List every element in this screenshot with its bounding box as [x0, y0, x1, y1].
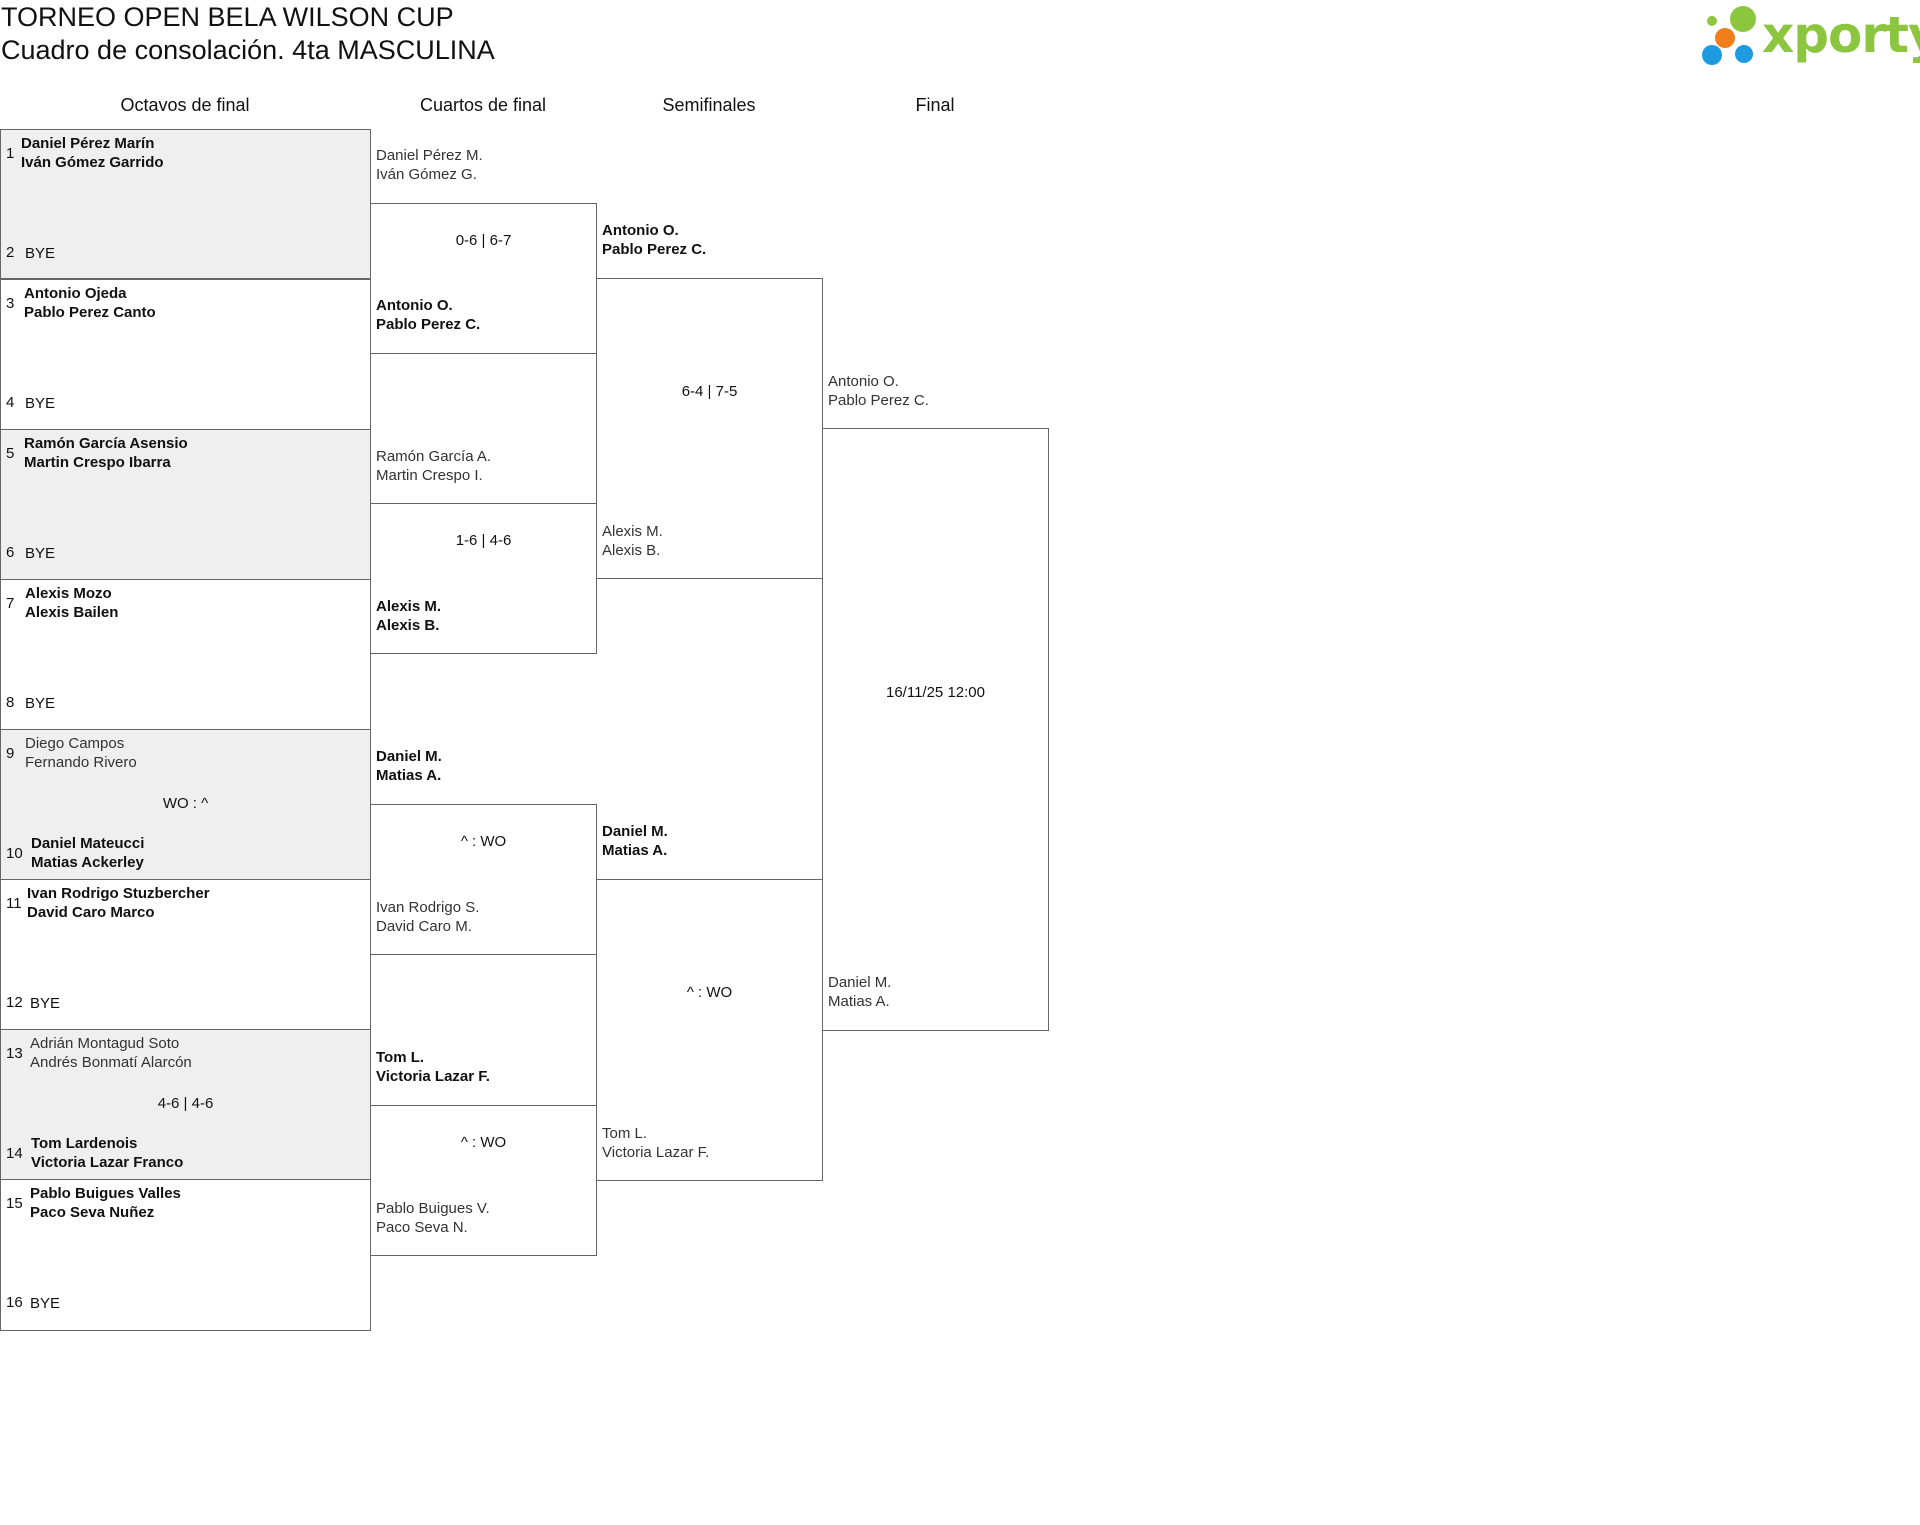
tournament-title: TORNEO OPEN BELA WILSON CUP: [1, 2, 454, 32]
player-name: Alexis B.: [376, 617, 440, 634]
player-name: Antonio Ojeda: [24, 285, 127, 302]
player-name: BYE: [25, 395, 56, 412]
player-name: Alexis Mozo: [25, 585, 112, 602]
player-name: Daniel Pérez Marín: [21, 135, 155, 152]
match-score: 6-4 | 7-5: [681, 383, 738, 400]
player-name: Matias A.: [602, 842, 668, 859]
player-name: Fernando Rivero: [25, 754, 137, 771]
player-name: David Caro M.: [376, 918, 472, 935]
xporty-logo-text: xporty: [1762, 6, 1920, 64]
player-name: BYE: [30, 995, 61, 1012]
player-name: Daniel M.: [828, 974, 892, 991]
player-name: BYE: [25, 545, 56, 562]
round-header-qf: Cuartos de final: [419, 95, 547, 115]
r16-match-7: [0, 1029, 371, 1180]
player-name: Pablo Buigues V.: [376, 1200, 490, 1217]
match-score: ^ : WO: [460, 1134, 507, 1151]
player-name: Antonio O.: [602, 222, 679, 239]
player-name: Paco Seva Nuñez: [30, 1204, 155, 1221]
final-match: [822, 428, 1049, 1031]
seed-number: 4: [6, 394, 15, 411]
match-score: ^ : WO: [686, 984, 733, 1001]
player-name: Tom Lardenois: [31, 1135, 138, 1152]
player-name: BYE: [25, 245, 56, 262]
match-score: WO : ^: [162, 795, 209, 812]
player-name: Victoria Lazar Franco: [31, 1154, 184, 1171]
r16-match-3: [0, 429, 371, 580]
player-name: Tom L.: [602, 1125, 648, 1142]
player-name: Daniel M.: [602, 823, 668, 840]
player-name: Andrés Bonmatí Alarcón: [30, 1054, 192, 1071]
draw-subtitle: Cuadro de consolación. 4ta MASCULINA: [1, 35, 495, 65]
player-name: Ivan Rodrigo S.: [376, 899, 480, 916]
seed-number: 13: [6, 1045, 23, 1062]
player-name: Daniel Pérez M.: [376, 147, 483, 164]
seed-number: 8: [6, 694, 15, 711]
player-name: Antonio O.: [828, 373, 899, 390]
player-name: David Caro Marco: [27, 904, 155, 921]
round-header-final: Final: [915, 95, 955, 115]
xporty-logo: [1702, 6, 1756, 65]
player-name: Ivan Rodrigo Stuzbercher: [27, 885, 210, 902]
player-name: Ramón García A.: [376, 448, 492, 465]
player-name: Iván Gómez Garrido: [21, 154, 164, 171]
seed-number: 9: [6, 745, 15, 762]
player-name: Victoria Lazar F.: [376, 1068, 490, 1085]
seed-number: 3: [6, 295, 15, 312]
seed-number: 10: [6, 845, 23, 862]
player-name: Martin Crespo Ibarra: [24, 454, 171, 471]
match-score: 0-6 | 6-7: [455, 232, 512, 249]
player-name: Victoria Lazar F.: [602, 1144, 710, 1161]
player-name: Pablo Perez Canto: [24, 304, 156, 321]
player-name: Alexis Bailen: [25, 604, 119, 621]
seed-number: 1: [6, 145, 15, 162]
player-name: Martin Crespo I.: [376, 467, 483, 484]
match-datetime: 16/11/25 12:00: [886, 684, 985, 701]
player-name: Antonio O.: [376, 297, 453, 314]
player-name: BYE: [30, 1295, 61, 1312]
player-name: Matias A.: [376, 767, 442, 784]
round-header-r16: Octavos de final: [120, 95, 250, 115]
seed-number: 7: [6, 595, 15, 612]
match-score: 4-6 | 4-6: [157, 1095, 214, 1112]
seed-number: 14: [6, 1145, 23, 1162]
player-name: Pablo Perez C.: [828, 392, 929, 409]
player-name: Daniel Mateucci: [31, 835, 145, 852]
player-name: Paco Seva N.: [376, 1219, 468, 1236]
seed-number: 11: [6, 895, 22, 912]
player-name: Pablo Perez C.: [376, 316, 481, 333]
player-name: Adrián Montagud Soto: [30, 1035, 180, 1052]
seed-number: 12: [6, 994, 23, 1011]
player-name: Daniel M.: [376, 748, 442, 765]
player-name: Iván Gómez G.: [376, 166, 477, 183]
match-score: 1-6 | 4-6: [455, 532, 512, 549]
player-name: Alexis M.: [602, 523, 663, 540]
seed-number: 6: [6, 544, 15, 561]
seed-number: 2: [6, 244, 15, 261]
r16-match-1: [0, 129, 371, 279]
player-name: Pablo Buigues Valles: [30, 1185, 181, 1202]
match-score: ^ : WO: [460, 833, 507, 850]
player-name: Tom L.: [376, 1049, 425, 1066]
r16-match-5: [0, 729, 371, 880]
player-name: Matias Ackerley: [31, 854, 144, 871]
player-name: BYE: [25, 695, 56, 712]
seed-number: 5: [6, 445, 15, 462]
player-name: Ramón García Asensio: [24, 435, 188, 452]
seed-number: 16: [6, 1294, 23, 1311]
player-name: Pablo Perez C.: [602, 241, 707, 258]
player-name: Matias A.: [828, 993, 890, 1010]
round-header-sf: Semifinales: [662, 95, 756, 115]
player-name: Alexis M.: [376, 598, 442, 615]
seed-number: 15: [6, 1195, 23, 1212]
player-name: Alexis B.: [602, 542, 661, 559]
player-name: Diego Campos: [25, 735, 125, 752]
